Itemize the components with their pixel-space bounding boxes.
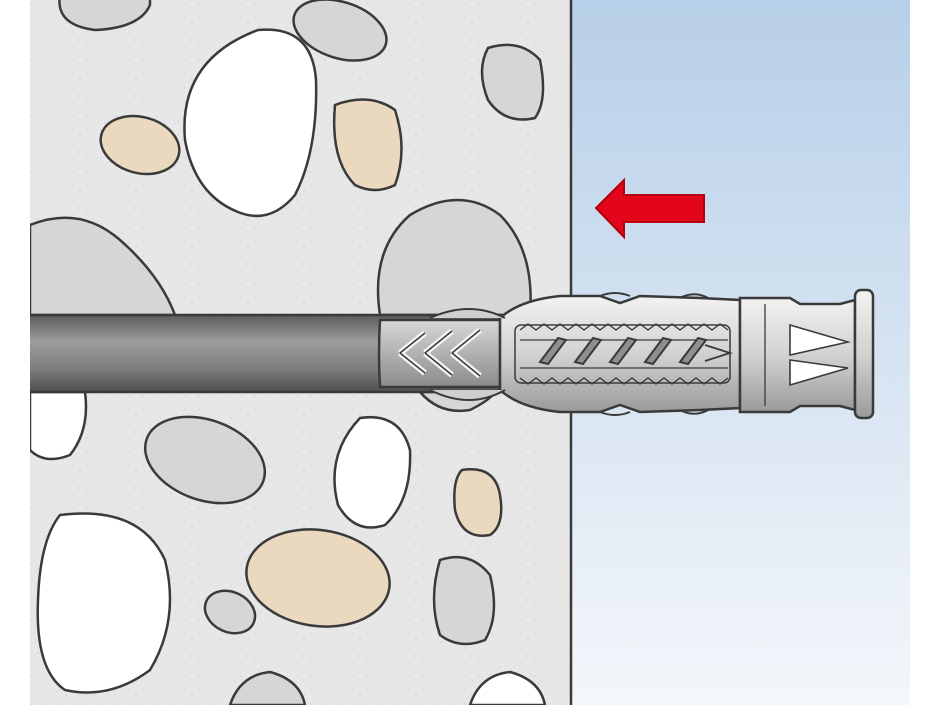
plug-collar	[738, 296, 857, 414]
pebble	[333, 415, 412, 529]
pebble	[480, 43, 545, 121]
pebble	[228, 670, 307, 705]
pebble	[332, 98, 403, 192]
pebble	[468, 670, 547, 705]
pebble	[30, 216, 177, 317]
insertion-arrow	[594, 177, 705, 240]
pebble	[143, 415, 267, 505]
wall-plug	[377, 288, 875, 420]
pebble	[292, 0, 388, 62]
pebble	[36, 512, 172, 694]
pebble	[376, 198, 532, 317]
pebble	[30, 390, 88, 461]
pebble	[432, 555, 496, 646]
plug-tip	[377, 318, 502, 389]
pebble	[58, 0, 152, 32]
pebble	[99, 114, 181, 176]
pebble	[203, 589, 257, 635]
pebble	[245, 528, 391, 628]
plug-flange	[853, 288, 875, 420]
pebble	[453, 468, 503, 537]
pebble	[183, 28, 318, 218]
